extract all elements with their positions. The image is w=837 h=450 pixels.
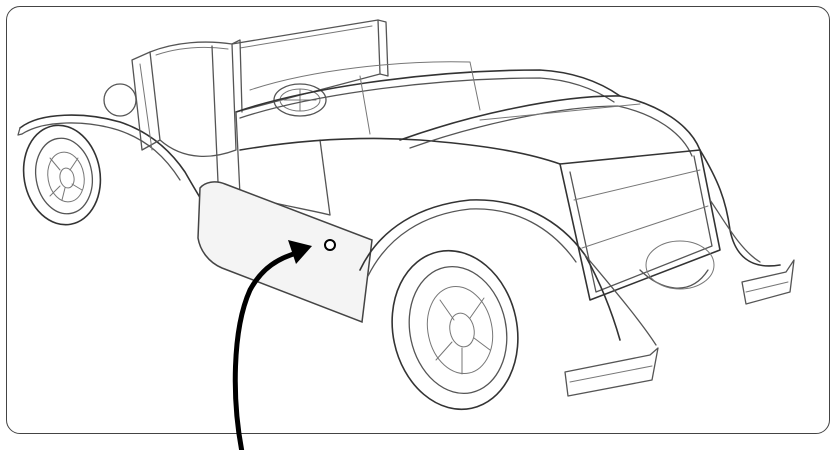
rear-fender [359, 199, 657, 346]
rear-bumper-left [564, 347, 659, 397]
curved-arrow-icon [232, 240, 312, 450]
far-rear-fender [639, 149, 781, 290]
diagram-frame [6, 6, 830, 434]
headlight [103, 83, 137, 117]
rear-bumper-right [741, 259, 795, 305]
lower-side-panel [197, 181, 373, 324]
body [235, 61, 721, 301]
circle-marker-icon [324, 239, 336, 251]
windshield [231, 19, 389, 113]
front-wheel [22, 124, 102, 226]
hood [149, 41, 237, 183]
radiator-shell [131, 51, 161, 151]
rear-wheel [391, 249, 519, 411]
